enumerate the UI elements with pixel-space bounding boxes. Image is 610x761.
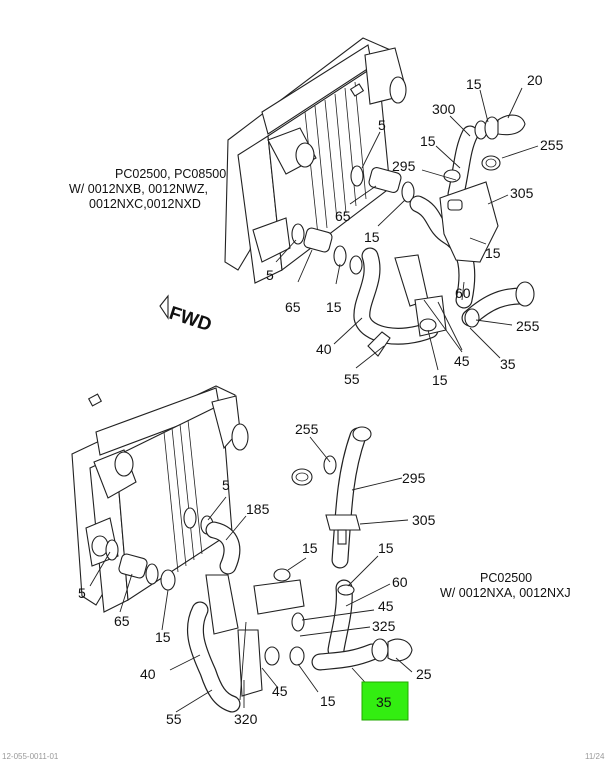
callout: 15: [364, 229, 380, 245]
callout: 300: [432, 101, 456, 117]
callout: 15: [485, 245, 501, 261]
callout: 45: [272, 683, 288, 699]
callout: 65: [114, 613, 130, 629]
callout: 20: [527, 72, 543, 88]
callout: 295: [392, 158, 416, 174]
callout: 305: [510, 185, 534, 201]
callout: 15: [320, 693, 336, 709]
upper-note-line-2: W/ 0012NXB, 0012NWZ,: [69, 182, 208, 196]
footer-left: 12-055-0011-01: [2, 752, 59, 761]
callout: 255: [516, 318, 540, 334]
lower-assembly: 255 295 5 185 305 15 15 60 5 65 15 45 32…: [71, 385, 571, 727]
lower-callouts: 255 295 5 185 305 15 15 60 5 65 15 45 32…: [78, 421, 436, 727]
footer-right: 11/24: [585, 752, 605, 761]
callout: 40: [140, 666, 156, 682]
upper-leaders: [275, 87, 539, 371]
callout: 45: [378, 598, 394, 614]
highlight-box: [361, 681, 409, 721]
callout: 15: [466, 76, 482, 92]
callout: 15: [432, 372, 448, 388]
callout: 60: [392, 574, 408, 590]
callout: 295: [402, 470, 426, 486]
lower-note-line-1: PC02500: [480, 571, 532, 585]
upper-note: PC02500, PC08500 W/ 0012NXB, 0012NWZ, 00…: [69, 167, 226, 211]
callout: 255: [295, 421, 319, 437]
callout: 35: [500, 356, 516, 372]
callout: 60: [455, 285, 471, 301]
callout: 5: [378, 117, 386, 133]
upper-radiator: [224, 37, 407, 284]
lower-note: PC02500 W/ 0012NXA, 0012NXJ: [440, 571, 571, 600]
upper-hoses: [291, 114, 535, 357]
lower-leaders: [89, 436, 413, 713]
callout: 45: [454, 353, 470, 369]
callout: 185: [246, 501, 270, 517]
callout: 320: [234, 711, 258, 727]
callout: 40: [316, 341, 332, 357]
upper-callouts: 15 20 300 5 15 255 295 305 65 15 15 5 65…: [266, 72, 564, 388]
upper-assembly: FWD 15: [69, 37, 564, 388]
callout: 15: [302, 540, 318, 556]
callout: 25: [416, 666, 432, 682]
callout: 55: [166, 711, 182, 727]
callout: 325: [372, 618, 396, 634]
callout: 305: [412, 512, 436, 528]
callout: 15: [155, 629, 171, 645]
upper-note-line-3: 0012NXC,0012NXD: [89, 197, 201, 211]
fwd-indicator: FWD: [159, 294, 214, 336]
upper-note-line-1: PC02500, PC08500: [115, 167, 226, 181]
lower-radiator: [71, 385, 249, 613]
callout: 15: [326, 299, 342, 315]
callout: 5: [222, 477, 230, 493]
callout: 65: [335, 208, 351, 224]
callout: 5: [266, 267, 274, 283]
fwd-label: FWD: [166, 303, 214, 336]
callout: 255: [540, 137, 564, 153]
callout: 15: [420, 133, 436, 149]
callout: 65: [285, 299, 301, 315]
callout: 5: [78, 585, 86, 601]
callout: 15: [378, 540, 394, 556]
lower-hoses: [105, 426, 413, 713]
callout: 55: [344, 371, 360, 387]
callout: 35: [376, 694, 392, 710]
lower-note-line-2: W/ 0012NXA, 0012NXJ: [440, 586, 571, 600]
